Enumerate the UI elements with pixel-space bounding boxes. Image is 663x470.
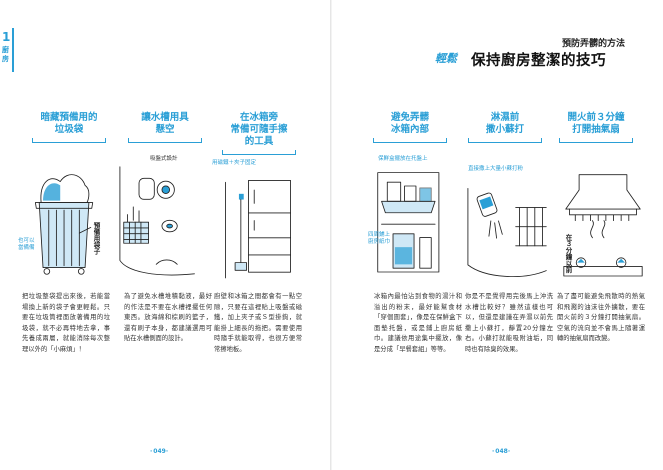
fridge-interior-illustration [377, 172, 440, 273]
tip-body: 為了避免水槽堆積黏液，最好的作法是不要在水槽裡擺任何東西。放海綿和棕刷的籃子，還… [124, 293, 212, 343]
tip-title: 讓水槽用具 懸空 [122, 112, 208, 143]
tip-title: 暗藏預備用的 垃圾袋 [26, 112, 112, 143]
page-number-right: ·048· [492, 448, 512, 455]
tip-column-range-hood: 開火前３分鐘 打開抽氣扇 [553, 112, 639, 143]
tip-body: 把垃圾整袋提出來後，若能當場換上新的袋子會更輕鬆。只要在垃圾筒裡面放著備用的垃圾… [22, 293, 110, 353]
three-minutes-vertical-note: 在３分鐘以前 [564, 234, 572, 273]
suction-note: 吸盤式設計 [150, 156, 178, 162]
tip-column-baking-soda: 淋濕前 撒小蘇打 [462, 112, 548, 143]
sink-baking-soda-illustration [467, 188, 547, 278]
page-gutter [330, 0, 333, 470]
range-hood-illustration [563, 174, 643, 277]
fridge-mop-illustration [225, 180, 291, 279]
baking-soda-note: 直接撒上大量小蘇打粉 [468, 166, 524, 172]
tray-note: 保鮮盒擺放在托盤上 [378, 156, 428, 162]
right-page: 預防弄髒的方法 輕鬆 保持廚房整潔的技巧 避免弄髒 冰箱內部 保鮮盒擺放在托盤上… [332, 0, 663, 470]
tip-body: 為了盡可能避免飛散時的熱氣和飛濺的油沫往外擴散，要在開火前的３分鐘打開抽氣扇。空… [557, 293, 645, 343]
chapter-tab [0, 28, 14, 72]
sink-caddy-illustration [119, 166, 195, 276]
magnet-note: 用磁鐵＋夾子固定 [212, 160, 257, 166]
tip-title: 避免弄髒 冰箱內部 [367, 112, 453, 143]
header-badge: 輕鬆 [435, 52, 457, 65]
tip-body: 廚壁和冰箱之間都會有一點空隙，只要在這裡貼上吸盤或磁鐵，加上夾子或Ｓ型掛鉤，就能… [214, 293, 302, 353]
paper-towel-note: 四周鋪上 廚房紙巾 [368, 232, 391, 245]
chapter-number: 1 [2, 30, 11, 44]
tip-title: 淋濕前 撒小蘇打 [462, 112, 548, 143]
tip-column-garbage-bag: 暗藏預備用的 垃圾袋 [26, 112, 112, 143]
tip-column-fridge-mop: 在冰箱旁 常備可隨手擦 的工具 [216, 112, 302, 155]
tip-body: 冰箱內最怕沾到食物的湯汁和溢出的粉末，最好能幫食材「穿個圍套」，像是在保鮮盒下面… [374, 293, 462, 353]
tip-title: 開火前３分鐘 打開抽氣扇 [553, 112, 639, 143]
tip-column-fridge-inside: 避免弄髒 冰箱內部 [367, 112, 453, 143]
spare-bag-vertical-note: 預備用袋子 [92, 222, 100, 255]
header-subtitle: 預防弄髒的方法 [561, 39, 625, 49]
tip-column-sink-tools: 讓水槽用具 懸空 [122, 112, 208, 143]
tip-title: 在冰箱旁 常備可隨手擦 的工具 [216, 112, 302, 155]
tip-body: 你是不是覺得用完後馬上沖洗水槽比較好？雖然這樣也可以，但還是建議在弄濕以前先撒上… [465, 293, 553, 353]
page-number-left: ·049· [150, 448, 170, 455]
left-page: 1 廚房 暗藏預備用的 垃圾袋 也可以 當備備 預備用袋子 把垃圾整袋提出來後，… [0, 0, 331, 470]
garbage-note: 也可以 當備備 [18, 238, 35, 251]
page-title: 保持廚房整潔的技巧 [471, 53, 606, 69]
garbage-bin-illustration [34, 174, 94, 275]
chapter-label: 廚房 [2, 46, 9, 63]
